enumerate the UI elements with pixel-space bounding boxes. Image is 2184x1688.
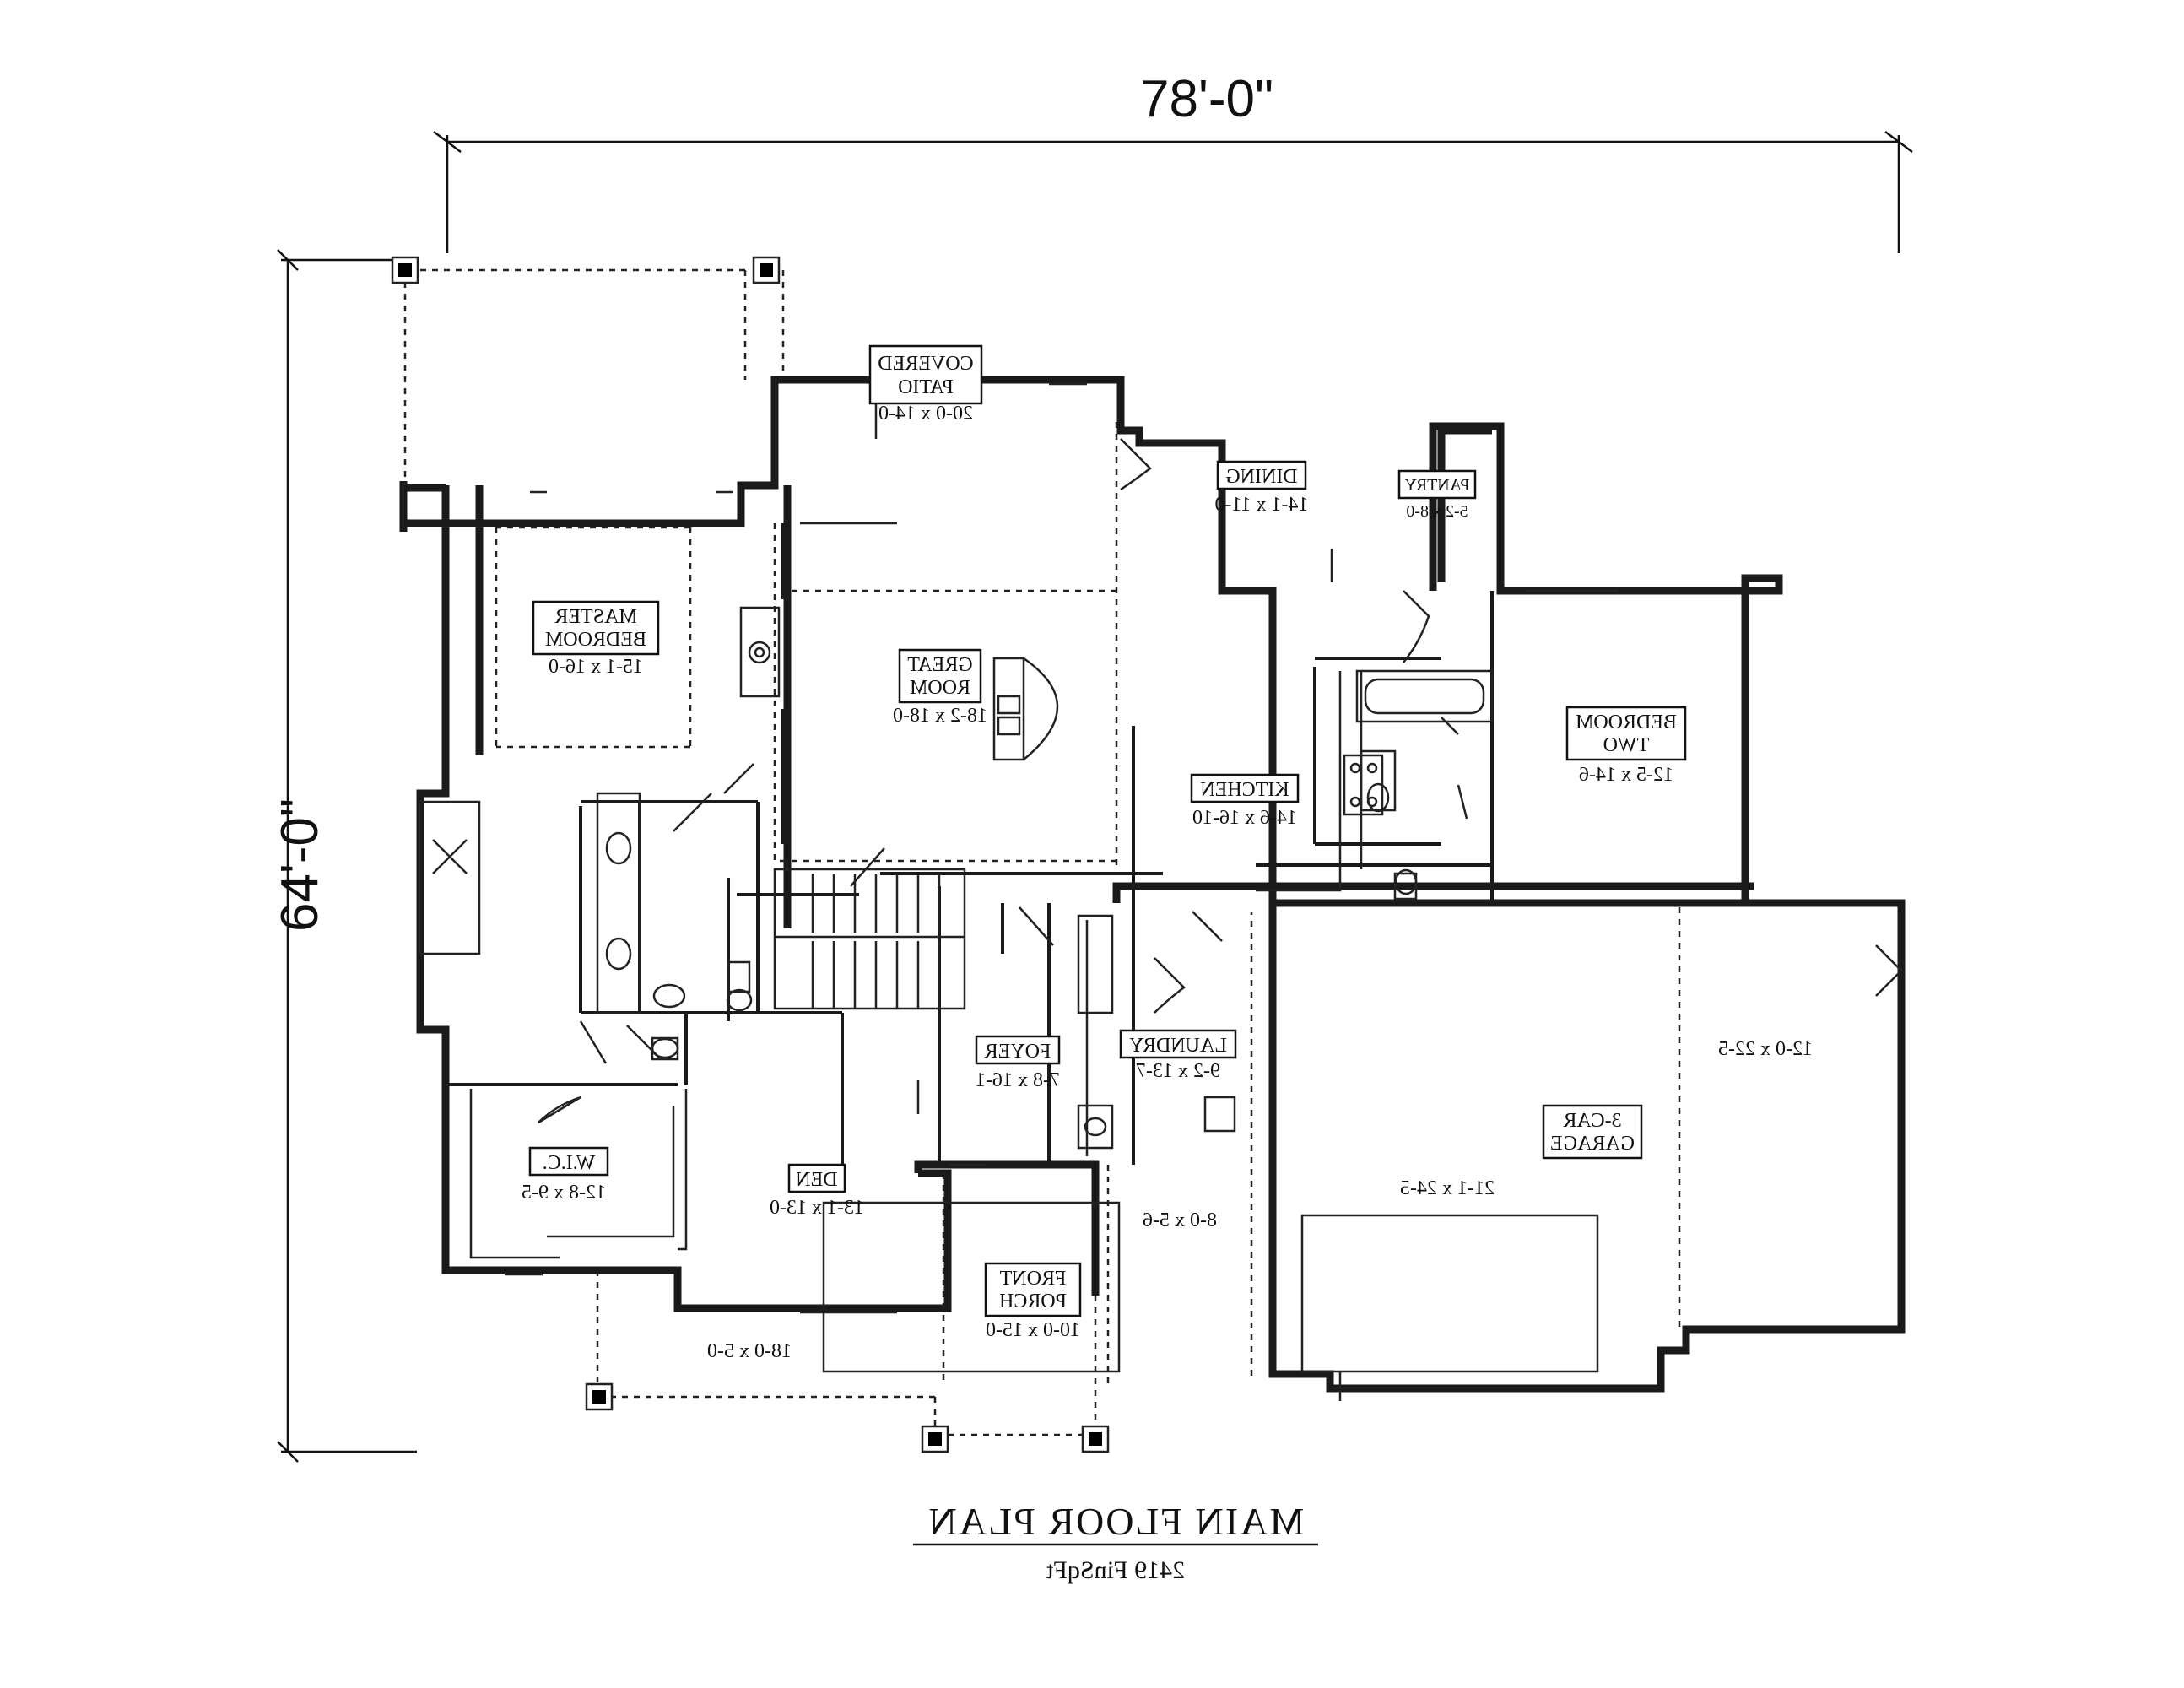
svg-text:DEN: DEN	[796, 1169, 837, 1191]
svg-text:MASTER: MASTER	[554, 606, 636, 628]
svg-text:12-5 x 14-6: 12-5 x 14-6	[1579, 764, 1673, 786]
svg-text:7-8 x 16-1: 7-8 x 16-1	[976, 1069, 1060, 1091]
svg-text:9-2 x 13-7: 9-2 x 13-7	[1136, 1060, 1220, 1082]
laundry-fixtures	[1077, 914, 1236, 1156]
svg-text:ROOM: ROOM	[910, 677, 970, 699]
stair-icon	[773, 868, 966, 1010]
label-wic: W.I.C. 12-8 x 9-5	[522, 1146, 609, 1204]
label-bedroom-two: BEDROOM TWO 12-5 x 14-6	[1565, 706, 1687, 786]
svg-text:PANTRY: PANTRY	[1404, 476, 1469, 495]
bathtub-icon	[1355, 669, 1494, 723]
shower-icon	[419, 800, 481, 955]
svg-text:12-8 x 9-5: 12-8 x 9-5	[522, 1182, 606, 1204]
svg-text:10-0 x 15-0: 10-0 x 15-0	[986, 1319, 1080, 1341]
svg-text:COVERED: COVERED	[878, 353, 973, 375]
svg-text:20-0 x 14-0: 20-0 x 14-0	[878, 403, 973, 425]
garage-side-dims: 12-0 x 22-5	[1718, 1038, 1813, 1060]
porch-side-dims: 8-0 x 5-6	[1143, 1209, 1217, 1231]
label-front-porch: FRONT PORCH 10-0 x 15-0	[984, 1262, 1082, 1341]
toilet-icon	[651, 868, 1418, 1061]
fireplace-icon	[739, 606, 781, 698]
svg-text:LAUNDRY: LAUNDRY	[1129, 1035, 1227, 1057]
svg-text:DINING: DINING	[1225, 466, 1297, 488]
label-garage: 3-CAR GARAGE	[1542, 1104, 1643, 1160]
svg-text:KITCHEN: KITCHEN	[1200, 779, 1289, 801]
label-kitchen: KITCHEN 14-6 x 16-10	[1190, 773, 1300, 829]
svg-text:FRONT: FRONT	[999, 1268, 1066, 1290]
interior-walls	[446, 523, 1494, 1173]
svg-text:14-6 x 16-10: 14-6 x 16-10	[1192, 807, 1297, 829]
sink-icon	[596, 749, 1397, 1150]
label-pantry: PANTRY 5-2 x 8-0	[1397, 469, 1477, 521]
svg-text:15-1 x 16-0: 15-1 x 16-0	[549, 656, 643, 678]
post-icon	[391, 256, 1110, 1453]
width-dimension: 78'-0"	[433, 70, 1913, 253]
dashed-lines	[495, 422, 1681, 1436]
svg-text:5-2 x 8-0: 5-2 x 8-0	[1406, 502, 1468, 521]
label-dining: DINING 14-1 x 11-0	[1214, 460, 1309, 516]
label-great-room: GREAT ROOM 18-2 x 18-0	[893, 648, 987, 727]
overall-width-label: 78'-0"	[1140, 70, 1273, 128]
depth-dimension: 64'-0"	[271, 249, 417, 1463]
svg-text:PATIO: PATIO	[898, 376, 954, 398]
overall-depth-label: 64'-0"	[271, 798, 329, 932]
svg-text:BEDROOM: BEDROOM	[545, 629, 646, 651]
label-foyer: FOYER 7-8 x 16-1	[975, 1035, 1061, 1091]
label-laundry: LAUNDRY 9-2 x 13-7	[1119, 1029, 1237, 1082]
door-swing-icon	[538, 397, 1903, 1401]
svg-text:GREAT: GREAT	[907, 654, 973, 676]
mirrored-plan: 78'-0" 64'-0"	[271, 70, 1913, 1463]
cooktop-icon	[1343, 754, 1384, 816]
left-porch-dims: 18-0 x 5-0	[707, 1340, 792, 1362]
svg-text:GARAGE: GARAGE	[1550, 1133, 1635, 1155]
svg-text:W.I.C.: W.I.C.	[543, 1152, 595, 1174]
room-labels: COVERED PATIO 20-0 x 14-0 DINING 14-1 x …	[522, 344, 1813, 1362]
closet-shelving	[469, 1089, 688, 1259]
plan-title: MAIN FLOOR PLAN	[927, 1500, 1305, 1543]
svg-text:BEDROOM: BEDROOM	[1576, 711, 1677, 733]
plan-subtitle: 2419 FinSqFt	[1046, 1556, 1185, 1584]
svg-text:13-1 x 13-0: 13-1 x 13-0	[770, 1197, 864, 1219]
label-den: DEN 13-1 x 13-0	[770, 1163, 864, 1219]
svg-text:14-1 x 11-0: 14-1 x 11-0	[1214, 494, 1308, 516]
garage-main-dims: 21-1 x 24-5	[1400, 1177, 1495, 1199]
garage-doors	[822, 1201, 1599, 1373]
title-block: MAIN FLOOR PLAN 2419 FinSqFt	[913, 1500, 1318, 1584]
svg-text:TWO: TWO	[1603, 734, 1650, 756]
covered-patio-outline	[403, 268, 785, 481]
svg-text:FOYER: FOYER	[985, 1041, 1051, 1063]
windows	[505, 382, 1619, 1314]
label-master-bedroom: MASTER BEDROOM 15-1 x 16-0	[532, 600, 660, 678]
svg-text:PORCH: PORCH	[999, 1290, 1067, 1312]
svg-text:3-CAR: 3-CAR	[1563, 1110, 1621, 1132]
label-covered-patio: COVERED PATIO 20-0 x 14-0	[868, 344, 983, 425]
svg-text:18-2 x 18-0: 18-2 x 18-0	[893, 705, 987, 727]
kitchen-island	[992, 657, 1059, 761]
